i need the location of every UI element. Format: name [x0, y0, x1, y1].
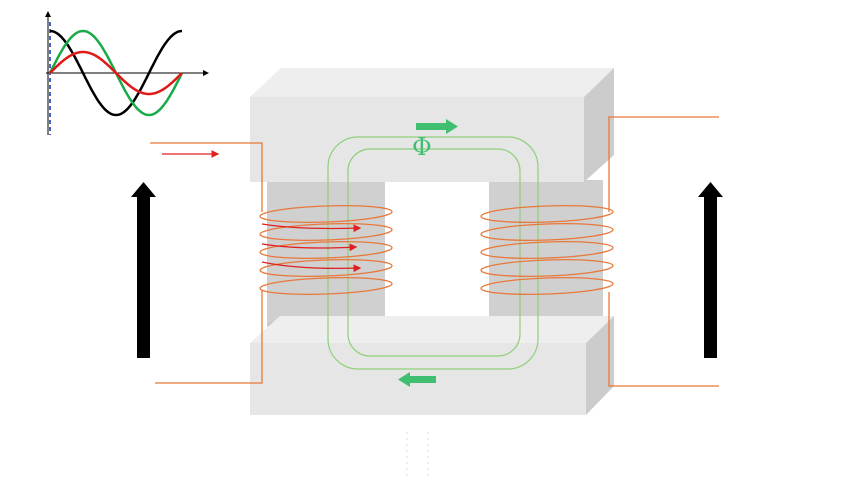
primary-turn [259, 277, 393, 295]
primary-voltage-arrow [131, 182, 156, 358]
flux-symbol-label: Φ [412, 133, 432, 161]
right-limb [489, 180, 603, 334]
waveform-red-curve [49, 50, 183, 96]
waveform-black-curve [49, 29, 183, 117]
left-limb [267, 180, 385, 334]
secondary-leads [608, 116, 719, 387]
primary-turn [259, 259, 393, 277]
secondary-voltage-arrow [698, 182, 723, 358]
secondary-turn [480, 241, 614, 259]
primary-leads [150, 142, 263, 384]
secondary-turn [480, 223, 614, 241]
flux-arrow-bottom [398, 372, 436, 387]
secondary-turn [480, 205, 614, 223]
secondary-turn [480, 277, 614, 295]
top-yoke [250, 68, 614, 182]
primary-winding [259, 205, 393, 295]
waveform-inset [45, 11, 209, 135]
flux-arrow-top [416, 119, 458, 134]
flux-path [327, 136, 539, 370]
primary-turn [259, 205, 393, 223]
secondary-winding [480, 205, 614, 295]
secondary-turn [480, 259, 614, 277]
primary-turn [259, 223, 393, 241]
primary-current-arrows [261, 223, 362, 273]
primary-turn [259, 241, 393, 259]
bottom-yoke [250, 316, 614, 415]
